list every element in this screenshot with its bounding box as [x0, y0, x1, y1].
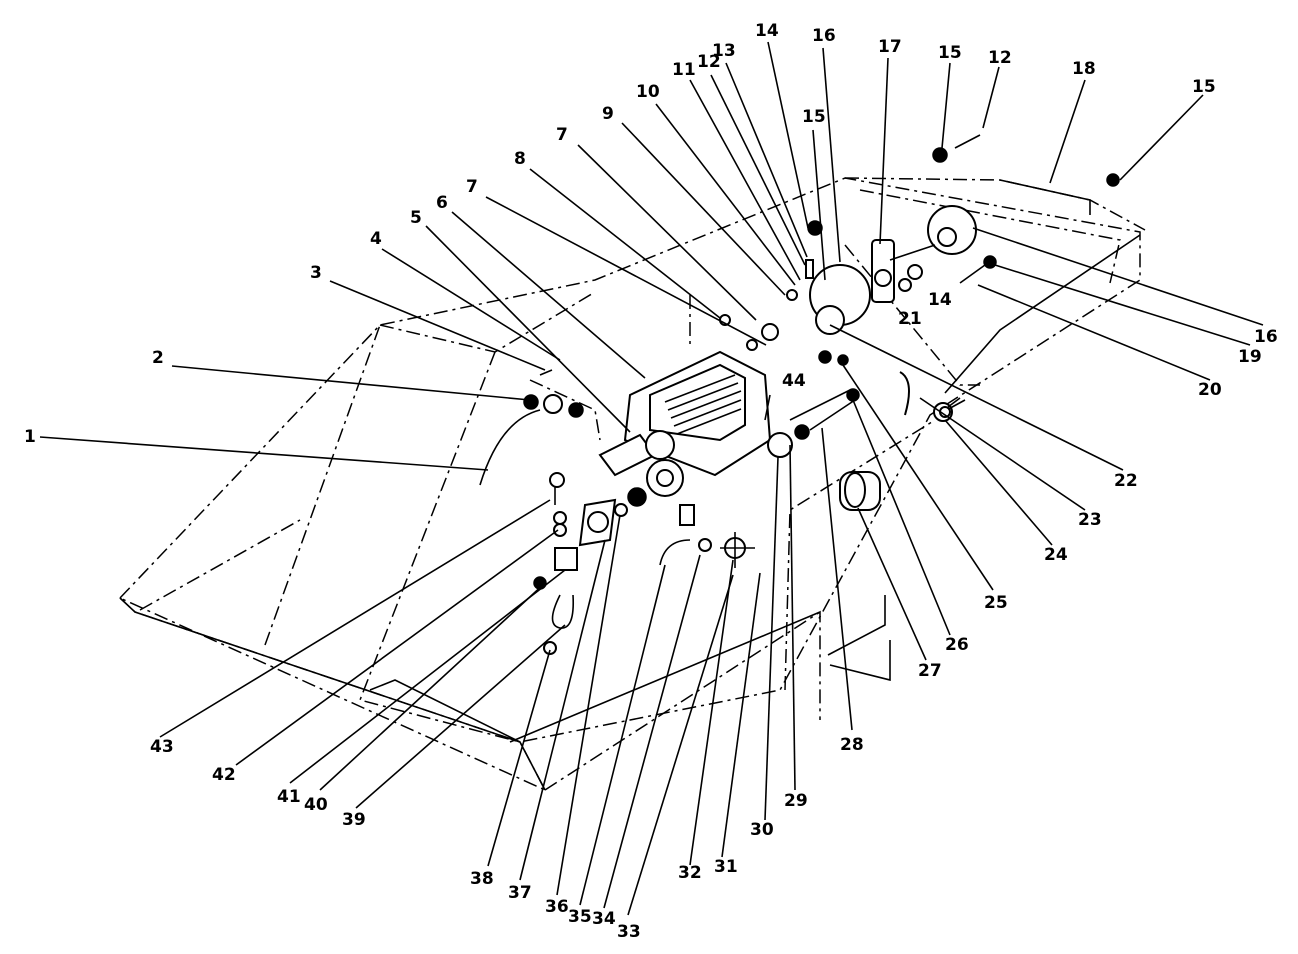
callout-7a: 7 [466, 177, 478, 197]
drive-hub-assembly [809, 205, 977, 511]
callout-38: 38 [470, 869, 494, 889]
callout-4: 4 [370, 229, 382, 249]
callout-43: 43 [150, 737, 174, 757]
callout-25: 25 [984, 593, 1008, 613]
callout-3: 3 [310, 263, 322, 283]
callout-42: 42 [212, 765, 236, 785]
callout-19: 19 [1238, 347, 1262, 367]
callout-26: 26 [945, 635, 969, 655]
callout-12b: 12 [988, 48, 1012, 68]
callout-15b: 15 [938, 43, 962, 63]
callout-16b: 16 [1254, 327, 1278, 347]
callout-15c: 15 [1192, 77, 1216, 97]
callout-33: 33 [617, 922, 641, 942]
callout-31: 31 [714, 857, 738, 877]
callout-24: 24 [1044, 545, 1068, 565]
callout-29: 29 [784, 791, 808, 811]
callout-39: 39 [342, 810, 366, 830]
callout-37: 37 [508, 883, 532, 903]
callout-36: 36 [545, 897, 569, 917]
gearbox-housing [598, 350, 793, 497]
callout-7b: 7 [556, 125, 568, 145]
callout-34: 34 [592, 909, 616, 929]
callout-23: 23 [1078, 510, 1102, 530]
callout-30: 30 [750, 820, 774, 840]
callout-13: 13 [712, 41, 736, 61]
callout-18: 18 [1072, 59, 1096, 79]
callout-8: 8 [514, 149, 526, 169]
callout-17: 17 [878, 37, 902, 57]
callout-35: 35 [568, 907, 592, 927]
leader-lines [39, 41, 1264, 916]
hardware-parts [479, 134, 1120, 655]
chassis-outline [118, 177, 1146, 792]
callout-40: 40 [304, 795, 328, 815]
callout-15a: 15 [802, 107, 826, 127]
callout-28: 28 [840, 735, 864, 755]
callout-14a: 14 [755, 21, 779, 41]
callout-14b: 14 [928, 290, 952, 310]
callout-labels: 1 2 3 4 5 6 7 8 7 9 10 11 12 13 14 15 16… [24, 21, 1278, 942]
callout-16a: 16 [812, 26, 836, 46]
callout-41: 41 [277, 787, 301, 807]
callout-32: 32 [678, 863, 702, 883]
callout-44: 44 [782, 371, 806, 391]
callout-1: 1 [24, 427, 36, 447]
callout-5: 5 [410, 208, 422, 228]
callout-11: 11 [672, 60, 696, 80]
callout-27: 27 [918, 661, 942, 681]
callout-2: 2 [152, 348, 164, 368]
callout-10: 10 [636, 82, 660, 102]
callout-20: 20 [1198, 380, 1222, 400]
callout-9: 9 [602, 104, 614, 124]
callout-12a: 12 [697, 52, 721, 72]
callout-6: 6 [436, 193, 448, 213]
callout-22: 22 [1114, 471, 1138, 491]
callout-21: 21 [898, 309, 922, 329]
